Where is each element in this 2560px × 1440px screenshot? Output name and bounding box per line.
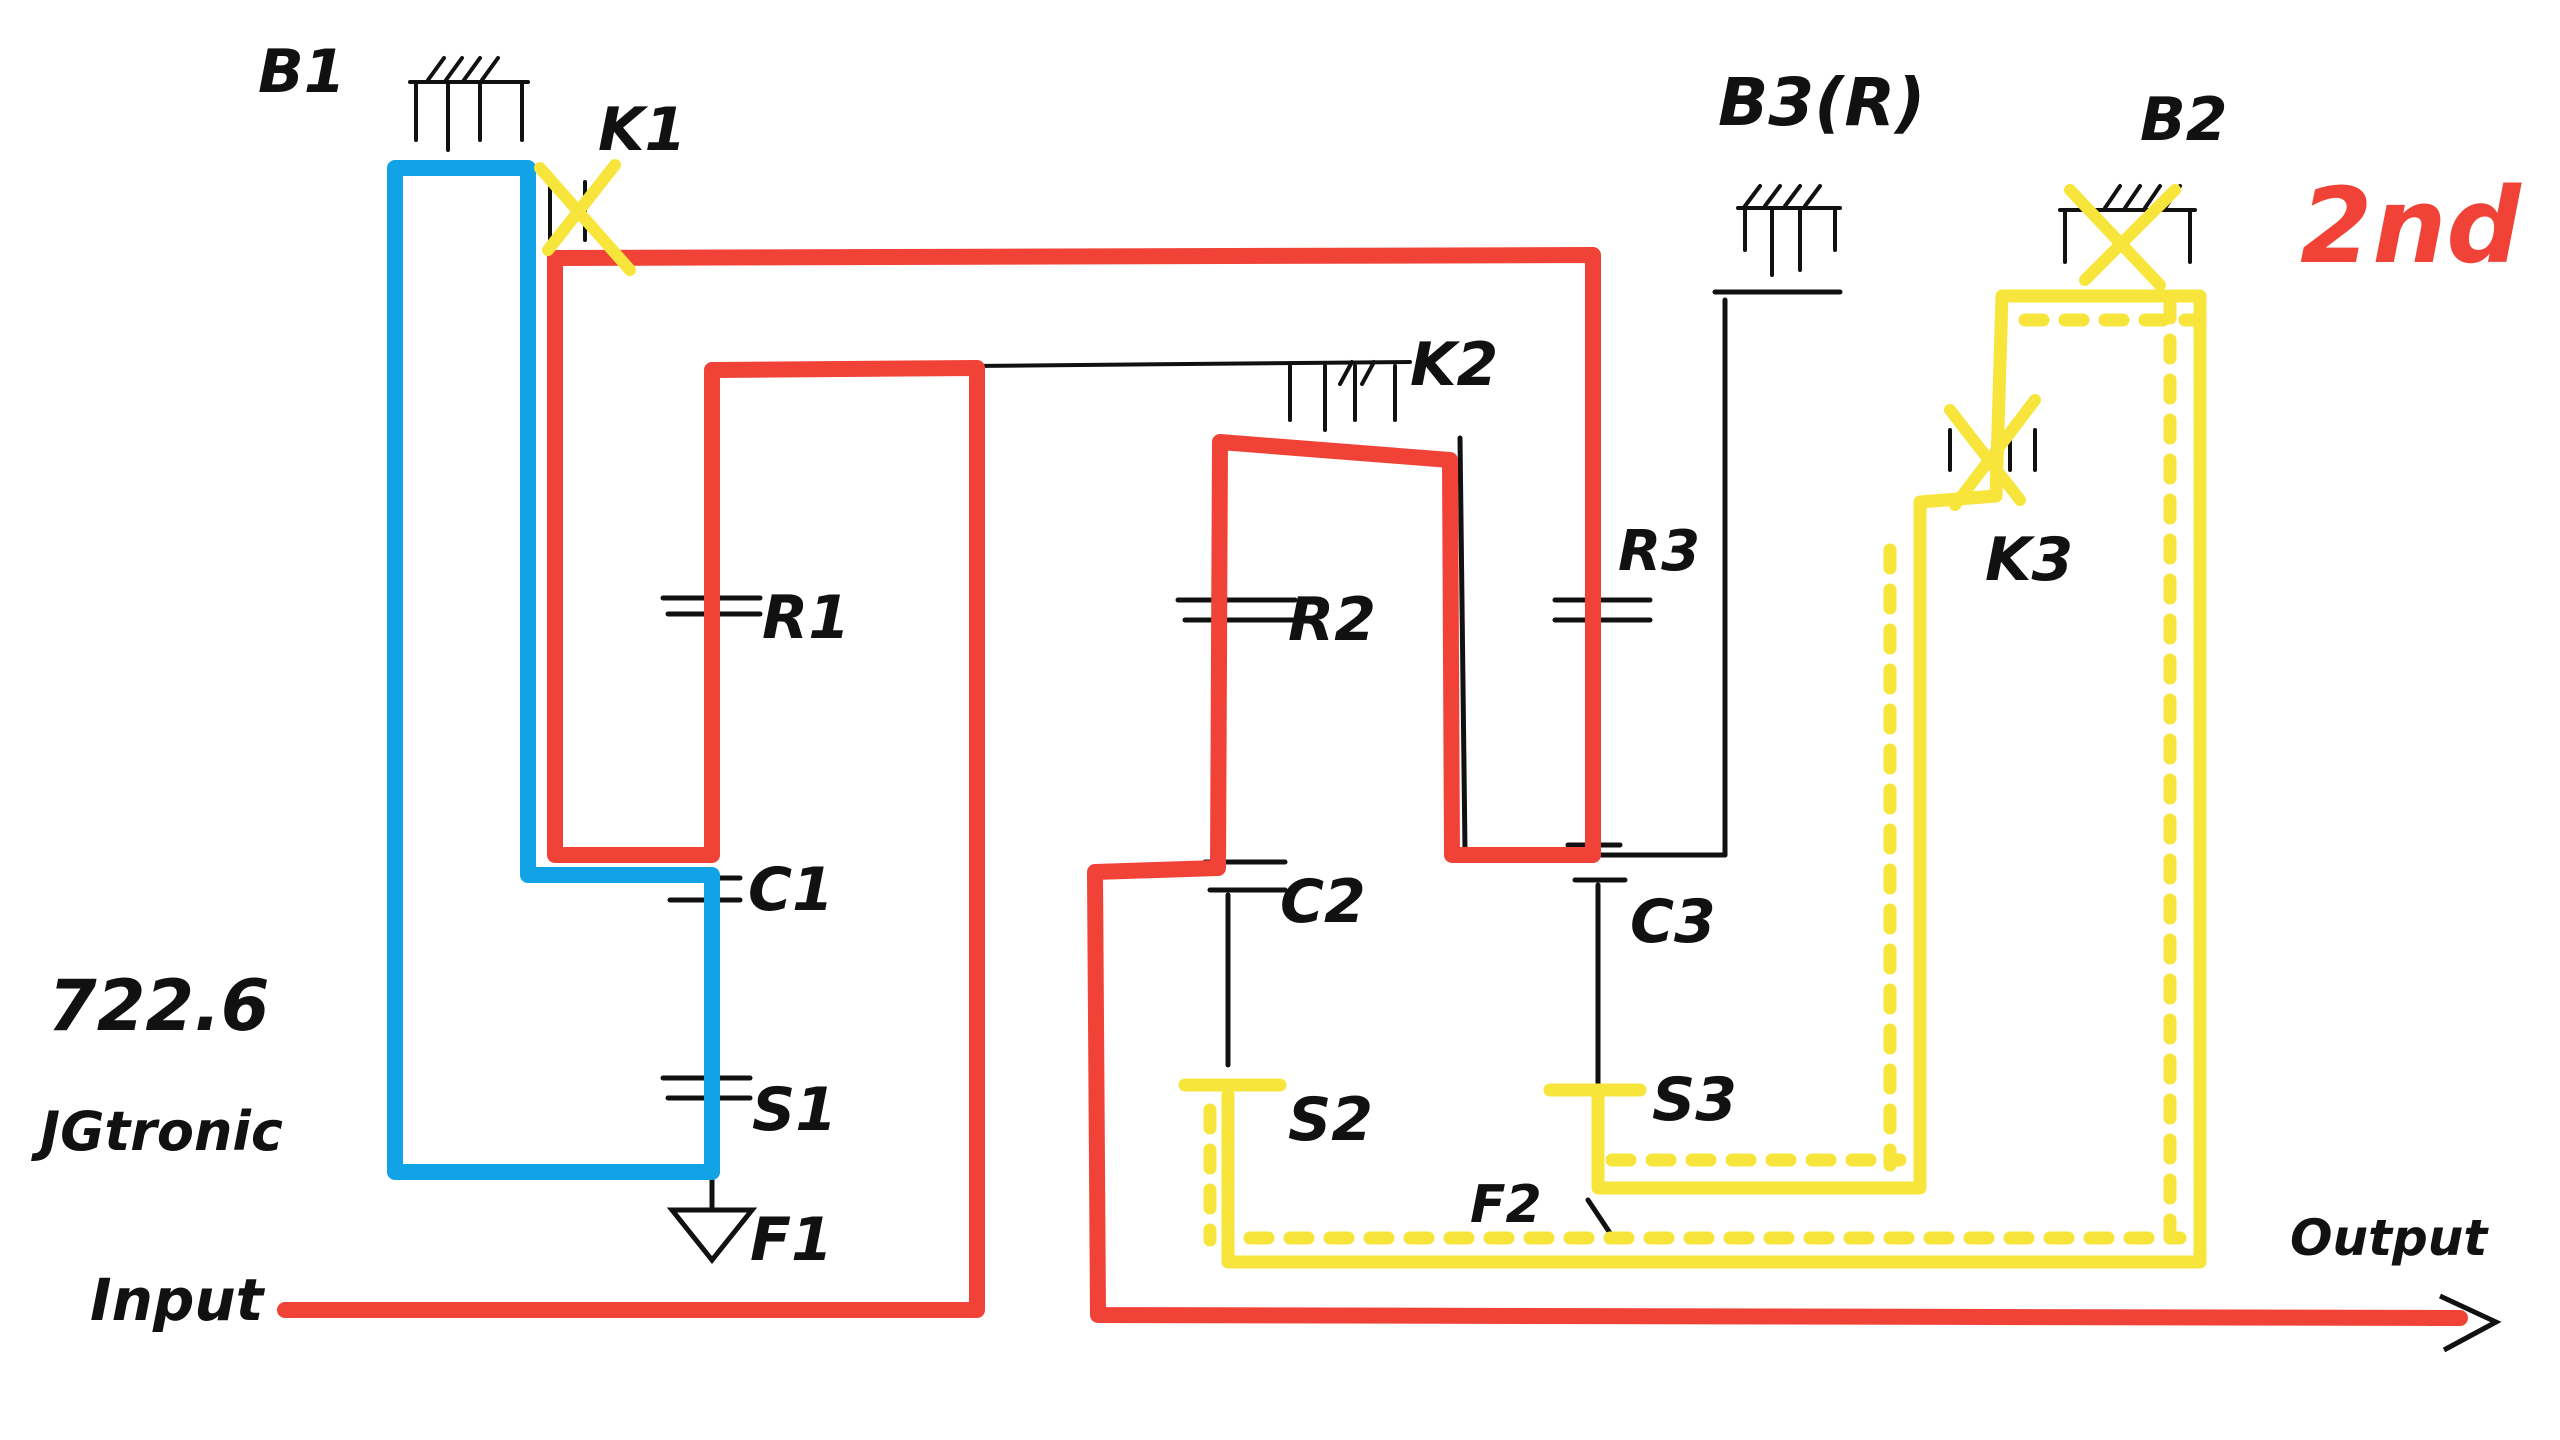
red-power-path [277,247,2502,1353]
label-k2: K2 [1410,330,1498,400]
label-k1: K1 [598,95,686,165]
blue-power-path [387,160,720,1180]
gearset-2-lines [1175,435,1468,1068]
label-r1: R1 [762,583,850,653]
label-b3: B3(R) [1718,64,1925,141]
b2-x-mark [2064,184,2181,291]
labels: B1 K1 B3(R) B2 2nd K2 K3 R1 R2 R3 C1 C2 … [31,37,2522,1334]
schematic-lines [408,56,2197,1265]
label-s3: S3 [1652,1065,1737,1135]
label-b1: B1 [258,37,345,107]
label-input: Input [90,1266,266,1334]
label-f1: F1 [750,1205,833,1275]
label-s2: S2 [1288,1085,1373,1155]
label-transmission: 722.6 [48,965,269,1047]
label-r2: R2 [1288,585,1376,655]
label-b2: B2 [2140,85,2227,155]
label-c2: C2 [1280,867,1366,937]
label-c3: C3 [1630,887,1716,957]
k2-clutch-symbol [968,360,1412,432]
label-r3: R3 [1618,519,1700,584]
b1-brake-symbol [408,56,530,152]
k3-x-mark [1944,394,2041,511]
label-f2: F2 [1470,1175,1542,1235]
engaged-marks [534,159,2181,511]
label-output: Output [2290,1209,2489,1267]
k1-x-mark [534,159,636,276]
label-s1: S1 [752,1075,837,1145]
label-gear-title: 2nd [2300,165,2522,287]
label-k3: K3 [1985,525,2073,595]
b3-brake-symbol [1597,184,1843,858]
yellow-power-path [1178,289,2207,1269]
label-c1: C1 [748,855,834,925]
label-manufacturer: JGtronic [31,1100,283,1163]
